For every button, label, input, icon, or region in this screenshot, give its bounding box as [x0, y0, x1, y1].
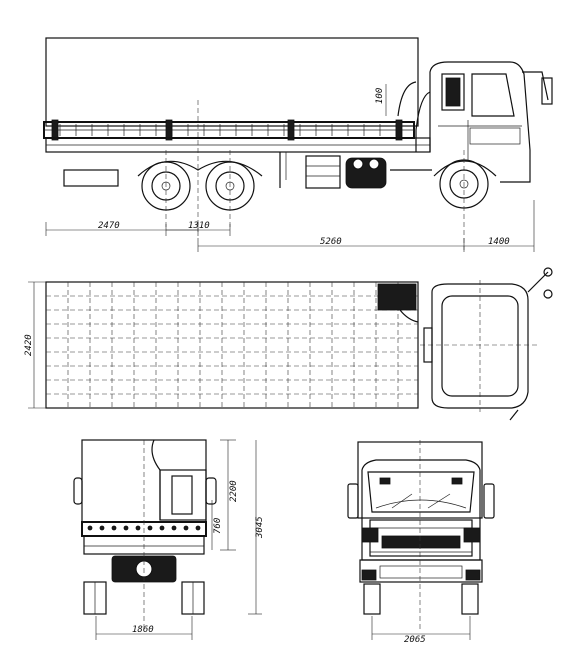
- side-front-overhang-dim: 1400: [488, 237, 510, 247]
- side-cab-mark-dim: 100: [375, 88, 385, 104]
- side-wheelbase-dim: 5260: [320, 237, 342, 247]
- top-view: 2420: [24, 267, 553, 421]
- rear-overall-height-dim: 3045: [255, 516, 265, 539]
- front-view: 2065: [347, 440, 495, 645]
- side-tandem-spacing-dim: 1310: [188, 221, 210, 231]
- side-rear-overhang-dim: 2470: [98, 221, 120, 231]
- rear-floor-height-dim: 760: [213, 518, 223, 534]
- front-track-dim: 2065: [404, 635, 426, 645]
- rear-view: 2200 760 3045 1860: [73, 439, 265, 640]
- top-width-dim: 2420: [24, 334, 34, 356]
- side-view: 100 2470 1310 5260 1400: [43, 37, 553, 252]
- rear-body-height-dim: 2200: [229, 480, 239, 502]
- rear-track-dim: 1860: [132, 625, 154, 635]
